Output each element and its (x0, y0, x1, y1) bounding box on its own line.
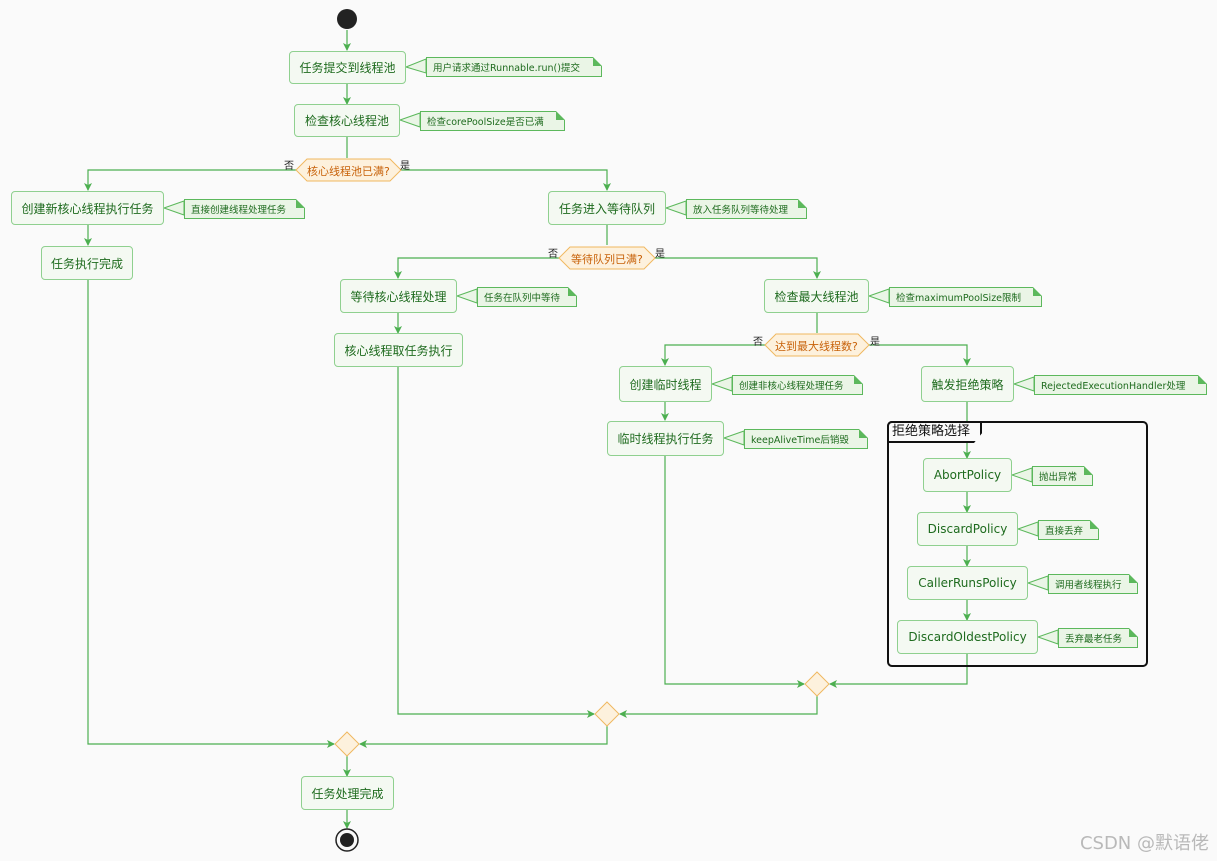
note-create-core: 直接创建线程处理任务 (184, 199, 305, 219)
policy-caller-runs: CallerRunsPolicy (907, 566, 1028, 600)
branch-no-3: 否 (753, 337, 763, 348)
action-wait-core: 等待核心线程处理 (340, 279, 457, 313)
branch-no-1: 否 (284, 161, 294, 172)
rejection-policy-group: 拒绝策略选择 (887, 421, 1148, 667)
note-check-core: 检查corePoolSize是否已满 (420, 111, 565, 131)
action-check-max: 检查最大线程池 (764, 279, 869, 313)
action-create-temp: 创建临时线程 (619, 366, 712, 402)
note-caller-runs: 调用者线程执行 (1048, 574, 1138, 594)
action-core-take: 核心线程取任务执行 (334, 333, 463, 367)
action-reject: 触发拒绝策略 (921, 366, 1014, 402)
merge-diamond-1 (804, 671, 830, 697)
decision-core-full-shape (295, 158, 402, 182)
action-submit: 任务提交到线程池 (289, 51, 406, 84)
action-core-done: 任务执行完成 (41, 246, 133, 280)
policy-discard-oldest: DiscardOldestPolicy (897, 620, 1038, 654)
decision-queue-full-shape (558, 246, 656, 270)
merge-diamond-3 (334, 731, 360, 757)
note-discard-oldest: 丢弃最老任务 (1058, 628, 1138, 648)
merge-diamond-2 (594, 701, 620, 727)
policy-abort: AbortPolicy (923, 458, 1012, 492)
note-temp-exec: keepAliveTime后销毁 (744, 429, 868, 449)
decision-core-full: 核心线程池已满? (307, 165, 390, 178)
action-create-core: 创建新核心线程执行任务 (11, 191, 164, 225)
branch-no-2: 否 (548, 249, 558, 260)
action-finish: 任务处理完成 (301, 776, 394, 810)
note-enter-queue: 放入任务队列等待处理 (686, 199, 807, 219)
decision-queue-full: 等待队列已满? (571, 253, 643, 266)
note-create-temp: 创建非核心线程处理任务 (732, 375, 863, 395)
note-discard: 直接丢弃 (1038, 520, 1099, 540)
action-check-core: 检查核心线程池 (294, 104, 400, 137)
note-wait-core: 任务在队列中等待 (477, 287, 577, 307)
note-abort: 抛出异常 (1032, 466, 1093, 486)
action-enter-queue: 任务进入等待队列 (548, 191, 666, 225)
decision-max-reached-shape (764, 333, 870, 357)
note-submit: 用户请求通过Runnable.run()提交 (426, 57, 602, 77)
group-title: 拒绝策略选择 (887, 421, 982, 443)
note-check-max: 检查maximumPoolSize限制 (889, 287, 1042, 307)
start-node (337, 9, 357, 29)
decision-max-reached: 达到最大线程数? (775, 340, 858, 353)
branch-yes-3: 是 (870, 337, 880, 348)
branch-yes-2: 是 (655, 249, 665, 260)
action-temp-exec: 临时线程执行任务 (607, 421, 724, 456)
watermark: CSDN @默语佬 (1079, 833, 1209, 854)
note-reject: RejectedExecutionHandler处理 (1034, 375, 1207, 395)
policy-discard: DiscardPolicy (917, 512, 1018, 546)
branch-yes-1: 是 (400, 161, 410, 172)
